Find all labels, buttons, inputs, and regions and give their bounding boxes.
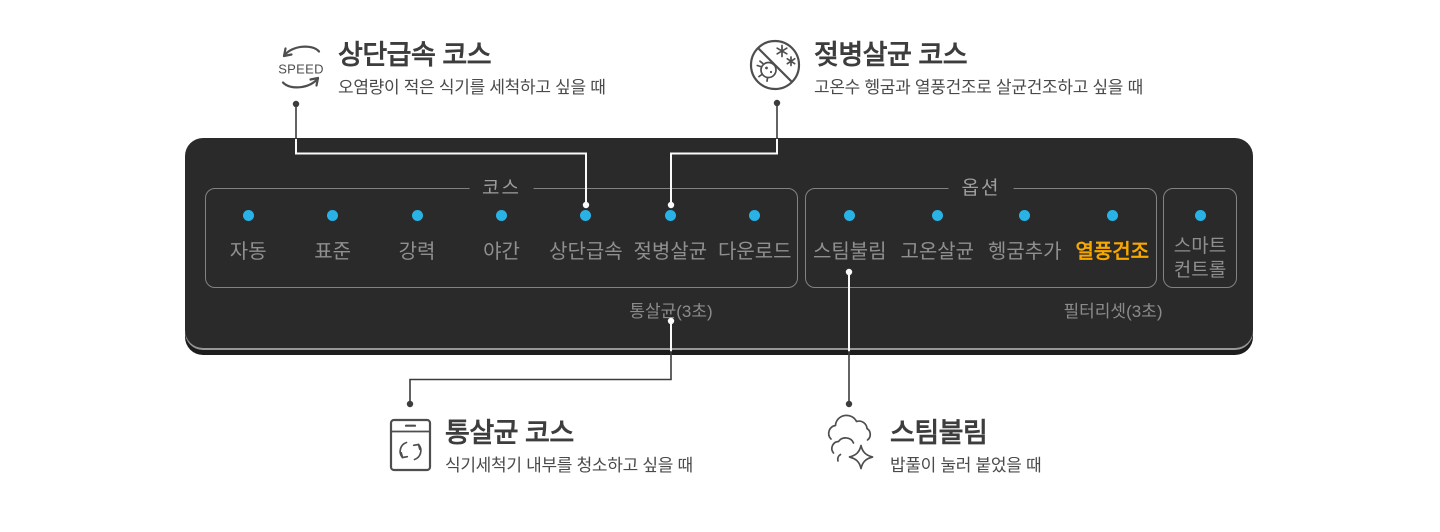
option-group: 옵션 스팀불림 고온살균 헹굼추가 열풍건조: [805, 178, 1157, 288]
course-button-label: 다운로드: [717, 241, 792, 263]
course-button-label: 표준: [314, 241, 352, 263]
course-button-intensive[interactable]: 강력: [375, 189, 459, 287]
course-button-label: 강력: [398, 241, 436, 263]
course-button-label: 젖병살균: [633, 241, 708, 263]
filter-reset-hold-label: 필터리셋(3초): [1063, 302, 1163, 321]
indicator-dot: [242, 210, 254, 221]
option-group-title: 옵션: [948, 178, 1014, 199]
callout-description: 식기세척기 내부를 청소하고 싶을 때: [445, 456, 693, 475]
steam-cloud-icon: [822, 412, 878, 479]
course-button-download[interactable]: 다운로드: [713, 189, 797, 287]
indicator-dot: [327, 210, 339, 221]
option-button-label: 열풍건조: [1075, 241, 1150, 263]
course-button-night[interactable]: 야간: [459, 189, 543, 287]
callout-title: 스팀불림: [890, 418, 988, 448]
indicator-dot: [411, 210, 423, 221]
callout-tub-sterilize-course: 통살균 코스 식기세척기 내부를 청소하고 싶을 때: [389, 416, 749, 486]
indicator-dot: [495, 210, 507, 221]
callout-description: 밥풀이 눌러 붙었을 때: [890, 456, 1042, 475]
callout-title: 상단급속 코스: [338, 40, 492, 70]
indicator-dot: [664, 210, 676, 221]
option-button-extra-rinse[interactable]: 헹굼추가: [981, 189, 1069, 287]
callout-title: 통살균 코스: [445, 418, 574, 448]
indicator-dot: [931, 210, 943, 221]
indicator-dot: [580, 210, 592, 221]
callout-steam-soak: 스팀불림 밥풀이 눌러 붙었을 때: [822, 412, 1152, 482]
no-germ-sterilize-icon: [748, 38, 802, 97]
option-button-label: 스팀불림: [812, 241, 887, 263]
course-items: 자동 표준 강력 야간 상단급속 젖병살균 다운로드: [206, 189, 797, 287]
course-button-label: 야간: [483, 241, 520, 263]
option-button-hot-air-dry[interactable]: 열풍건조: [1069, 189, 1157, 287]
course-button-auto[interactable]: 자동: [206, 189, 290, 287]
course-button-baby-bottle-sterilize[interactable]: 젖병살균: [628, 189, 712, 287]
course-button-label: 자동: [229, 241, 267, 263]
callout-baby-bottle-sterilize-course: 젖병살균 코스 고온수 헹굼과 열풍건조로 살균건조하고 싶을 때: [748, 38, 1178, 108]
option-button-label: 고온살균: [900, 241, 975, 263]
course-button-standard[interactable]: 표준: [290, 189, 374, 287]
indicator-dot: [1194, 210, 1206, 221]
option-button-label: 헹굼추가: [987, 241, 1062, 263]
callout-title: 젖병살균 코스: [814, 40, 968, 70]
callout-description: 오염량이 적은 식기를 세척하고 싶을 때: [338, 78, 606, 97]
option-button-high-temp-sterilize[interactable]: 고온살균: [894, 189, 982, 287]
svg-text:SPEED: SPEED: [278, 62, 324, 77]
option-items: 스팀불림 고온살균 헹굼추가 열풍건조: [806, 189, 1156, 287]
tub-sterilize-hold-label: 통살균(3초): [629, 302, 713, 321]
speed-cycle-icon: SPEED: [272, 38, 330, 101]
dishwasher-self-clean-icon: [389, 418, 432, 477]
callout-description: 고온수 헹굼과 열풍건조로 살균건조하고 싶을 때: [814, 78, 1143, 97]
option-button-steam-soak[interactable]: 스팀불림: [806, 189, 894, 287]
indicator-dot: [844, 210, 856, 221]
indicator-dot: [1019, 210, 1031, 221]
indicator-dot: [1106, 210, 1118, 221]
indicator-dot: [749, 210, 761, 221]
course-button-top-rack-quick[interactable]: 상단급속: [544, 189, 628, 287]
callout-top-rack-quick-course: SPEED 상단급속 코스 오염량이 적은 식기를 세척하고 싶을 때: [272, 38, 692, 108]
course-button-label: 상단급속: [549, 241, 623, 263]
